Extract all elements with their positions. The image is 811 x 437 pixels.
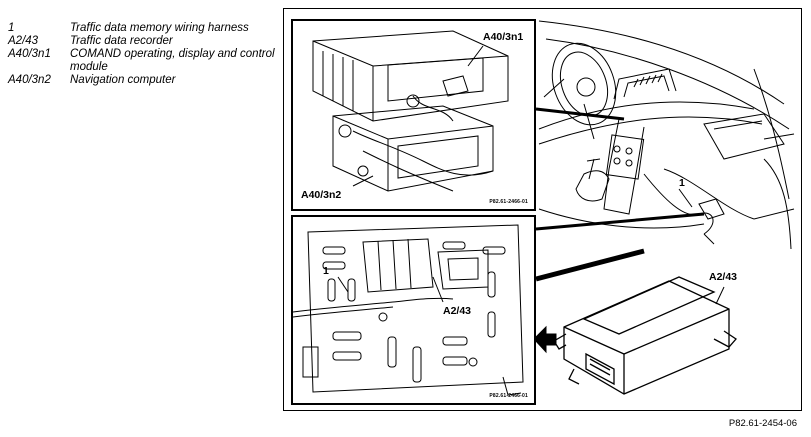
inset-code: P82.61-2466-01 — [489, 199, 528, 205]
legend-description: COMAND operating, display and control mo… — [70, 48, 275, 73]
legend-item: 1 Traffic data memory wiring harness — [8, 22, 278, 35]
vehicle-interior-drawing — [533, 20, 795, 395]
legend-code: A2/43 — [8, 35, 39, 47]
inset-recorder-bracket: 1 A2/43 P82.61-2466-01 — [291, 215, 536, 405]
inset-comand-navigation: A40/3n1 A40/3n2 P82.61-2466-01 — [291, 19, 536, 211]
legend-code: A40/3n2 — [8, 74, 51, 86]
legend-item: A40/3n1 COMAND operating, display and co… — [8, 48, 278, 74]
legend-description: Navigation computer — [70, 74, 176, 86]
legend-description: Traffic data memory wiring harness — [70, 22, 249, 34]
figure-reference: P82.61-2454-06 — [728, 418, 797, 429]
callout-1-main: 1 — [679, 177, 685, 189]
inset-code: P82.61-2466-01 — [489, 393, 528, 399]
callout-a40-3n2: A40/3n2 — [301, 189, 342, 201]
callout-a2-43-main: A2/43 — [709, 271, 738, 283]
installation-figure: A40/3n1 A40/3n2 P82.61-2466-01 — [283, 8, 802, 411]
legend: 1 Traffic data memory wiring harness A2/… — [8, 22, 278, 87]
recorder-bracket-drawing — [293, 224, 524, 396]
callout-1: 1 — [323, 265, 329, 277]
callout-a40-3n1: A40/3n1 — [483, 31, 524, 43]
legend-item: A40/3n2 Navigation computer — [8, 74, 278, 87]
comand-unit-drawing — [312, 30, 509, 192]
legend-item: A2/43 Traffic data recorder — [8, 35, 278, 48]
legend-description: Traffic data recorder — [70, 35, 173, 47]
callout-a2-43: A2/43 — [443, 305, 472, 317]
legend-code: 1 — [8, 22, 15, 34]
legend-code: A40/3n1 — [8, 48, 51, 60]
